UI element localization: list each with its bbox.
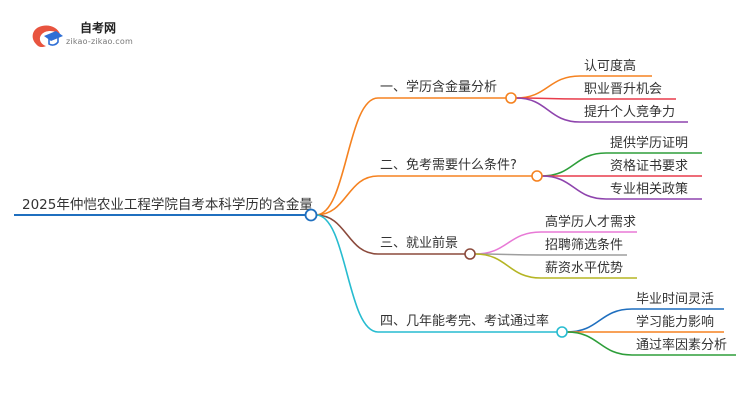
branch-2[interactable]: 二、免考需要什么条件? 提供学历证明 资格证书要求 专业相关政策	[378, 135, 702, 200]
leaf-label: 高学历人才需求	[545, 214, 636, 230]
branch-4[interactable]: 四、几年能考完、考试通过率 毕业时间灵活 学习能力影响 通过率因素分析	[378, 292, 736, 356]
root-to-branch-connector	[315, 97, 379, 216]
leaf-label: 资格证书要求	[610, 158, 688, 174]
branch-label: 一、学历含金量分析	[380, 79, 497, 95]
leaf-label: 学习能力影响	[636, 314, 714, 330]
branch-3[interactable]: 三、就业前景 高学历人才需求 招聘筛选条件 薪资水平优势	[378, 214, 637, 279]
root-node	[304, 208, 318, 222]
branch-node	[556, 326, 568, 338]
branch-to-leaf-connector	[474, 231, 542, 255]
site-logo[interactable]: 自考网 zikao-zikao.com	[28, 16, 148, 52]
logo-title: 自考网	[80, 21, 117, 35]
branch-label: 三、就业前景	[380, 235, 458, 251]
branch-to-leaf-connector	[541, 152, 607, 177]
branch-1[interactable]: 一、学历含金量分析 认可度高 职业晋升机会 提升个人竞争力	[378, 58, 688, 123]
root-topic[interactable]: 2025年仲恺农业工程学院自考本科学历的含金量	[14, 197, 318, 222]
root-to-branch-connector	[315, 214, 379, 333]
root-to-branch-connector	[315, 214, 379, 255]
branch-node	[505, 92, 517, 104]
root-to-branch-connector	[315, 175, 379, 216]
leaf-label: 提供学历证明	[610, 135, 688, 151]
leaf-label: 毕业时间灵活	[636, 292, 714, 307]
leaf-label: 职业晋升机会	[584, 82, 662, 97]
leaf-label: 认可度高	[584, 58, 636, 74]
branch-to-leaf-connector	[566, 331, 633, 356]
logo-url: zikao-zikao.com	[66, 37, 133, 46]
root-label: 2025年仲恺农业工程学院自考本科学历的含金量	[22, 197, 313, 213]
leaf-label: 薪资水平优势	[545, 260, 623, 276]
branch-to-leaf-connector	[474, 253, 542, 279]
branch-to-leaf-connector	[566, 308, 633, 333]
graduation-cap-icon	[32, 25, 63, 48]
branch-node	[531, 170, 543, 182]
branch-node	[464, 248, 476, 260]
branch-to-leaf-connector	[515, 75, 581, 99]
leaf-label: 招聘筛选条件	[545, 237, 623, 253]
connector-lines	[315, 75, 633, 356]
leaf-label: 提升个人竞争力	[584, 104, 675, 120]
leaf-label: 专业相关政策	[610, 181, 688, 197]
branch-to-leaf-connector	[541, 175, 607, 200]
branch-to-leaf-connector	[515, 97, 581, 123]
branch-label: 二、免考需要什么条件?	[380, 157, 517, 173]
leaf-label: 通过率因素分析	[636, 337, 727, 353]
branch-label: 四、几年能考完、考试通过率	[380, 313, 549, 329]
